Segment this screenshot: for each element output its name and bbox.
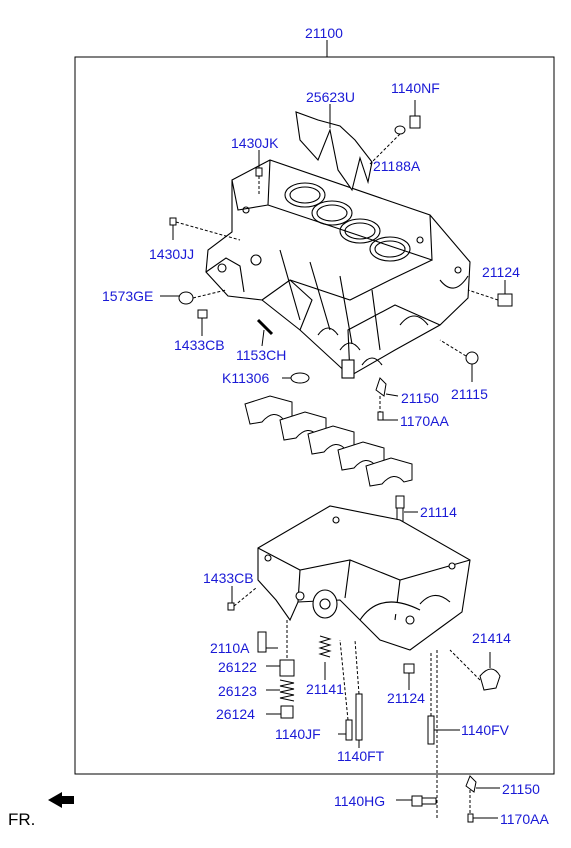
washer-21188A-part xyxy=(394,125,406,135)
leader-21188A xyxy=(369,133,401,165)
plug-1433CB-top-part xyxy=(197,309,208,319)
spring-26123-part xyxy=(279,679,295,702)
label-1153CH[interactable]: 1153CH xyxy=(236,347,287,363)
dowel-1430JK-part xyxy=(255,167,263,177)
label-26123[interactable]: 26123 xyxy=(218,683,257,699)
bolt-1140HG-part xyxy=(411,795,437,807)
label-2110A[interactable]: 2110A xyxy=(210,640,250,656)
plug-1433CB-bot-part xyxy=(227,602,235,611)
label-26124[interactable]: 26124 xyxy=(216,706,255,722)
label-K11306[interactable]: K11306 xyxy=(222,370,270,386)
bolt-1140JF-part xyxy=(345,719,353,741)
bolt-1140NF-part xyxy=(409,100,421,129)
label-21124-top[interactable]: 21124 xyxy=(482,264,520,280)
spring-21141-part xyxy=(318,635,332,658)
front-marker-label: FR. xyxy=(8,810,36,829)
label-1433CB-bot[interactable]: 1433CB xyxy=(203,570,254,586)
label-21141[interactable]: 21141 xyxy=(306,681,344,697)
sensor-21150-bot-part xyxy=(465,775,477,793)
bolt-2110A-part xyxy=(257,631,267,653)
label-1170AA-top[interactable]: 1170AA xyxy=(400,413,449,429)
front-arrow-icon xyxy=(48,792,74,808)
bolt-1140FV-part xyxy=(427,715,435,745)
label-1430JJ[interactable]: 1430JJ xyxy=(149,246,195,262)
label-21115[interactable]: 21115 xyxy=(451,386,488,402)
sensor-21150-top-part xyxy=(375,377,387,397)
label-25623U[interactable]: 25623U xyxy=(306,89,356,105)
cylinder-block-part xyxy=(205,159,471,379)
label-21124-bot[interactable]: 21124 xyxy=(387,690,425,706)
label-21150-bot[interactable]: 21150 xyxy=(502,781,540,797)
label-1140NF[interactable]: 1140NF xyxy=(391,80,440,96)
label-1140FT[interactable]: 1140FT xyxy=(337,748,385,764)
plug-26124-part xyxy=(280,705,294,719)
sleeve-21124-bot-part xyxy=(403,663,415,674)
bolt-1140FT-part xyxy=(355,693,363,741)
bracket-21414-part xyxy=(479,668,501,691)
ring-K11306-part xyxy=(290,372,310,384)
label-21414[interactable]: 21414 xyxy=(472,630,511,646)
assembly-frame xyxy=(74,56,555,775)
sleeve-21124-top-part xyxy=(497,293,513,307)
ladder-frame-part xyxy=(257,505,471,651)
label-21100[interactable]: 21100 xyxy=(305,25,343,41)
label-26122[interactable]: 26122 xyxy=(218,659,257,675)
label-21150-top[interactable]: 21150 xyxy=(401,390,439,406)
label-21188A[interactable]: 21188A xyxy=(373,158,421,174)
baffle-part xyxy=(295,111,373,192)
label-1430JK[interactable]: 1430JK xyxy=(231,135,279,151)
label-1433CB-top[interactable]: 1433CB xyxy=(174,337,225,353)
seal-1573GE-part xyxy=(178,291,194,305)
bolt-1170AA-top-part xyxy=(377,411,384,421)
plunger-26122-part xyxy=(279,659,295,677)
label-1140HG[interactable]: 1140HG xyxy=(334,793,386,809)
dowel-1430JJ-part xyxy=(169,217,177,226)
label-1573GE[interactable]: 1573GE xyxy=(102,288,154,304)
label-1140FV[interactable]: 1140FV xyxy=(461,722,509,738)
stud-1153CH-part xyxy=(256,318,274,336)
label-1170AA-bot[interactable]: 1170AA xyxy=(500,811,549,827)
label-21114[interactable]: 21114 xyxy=(420,504,457,520)
label-1140JF[interactable]: 1140JF xyxy=(275,726,321,742)
bearing-caps-part xyxy=(244,395,413,487)
plug-21115-part xyxy=(465,351,479,365)
bolt-1170AA-bot-part xyxy=(467,813,474,823)
